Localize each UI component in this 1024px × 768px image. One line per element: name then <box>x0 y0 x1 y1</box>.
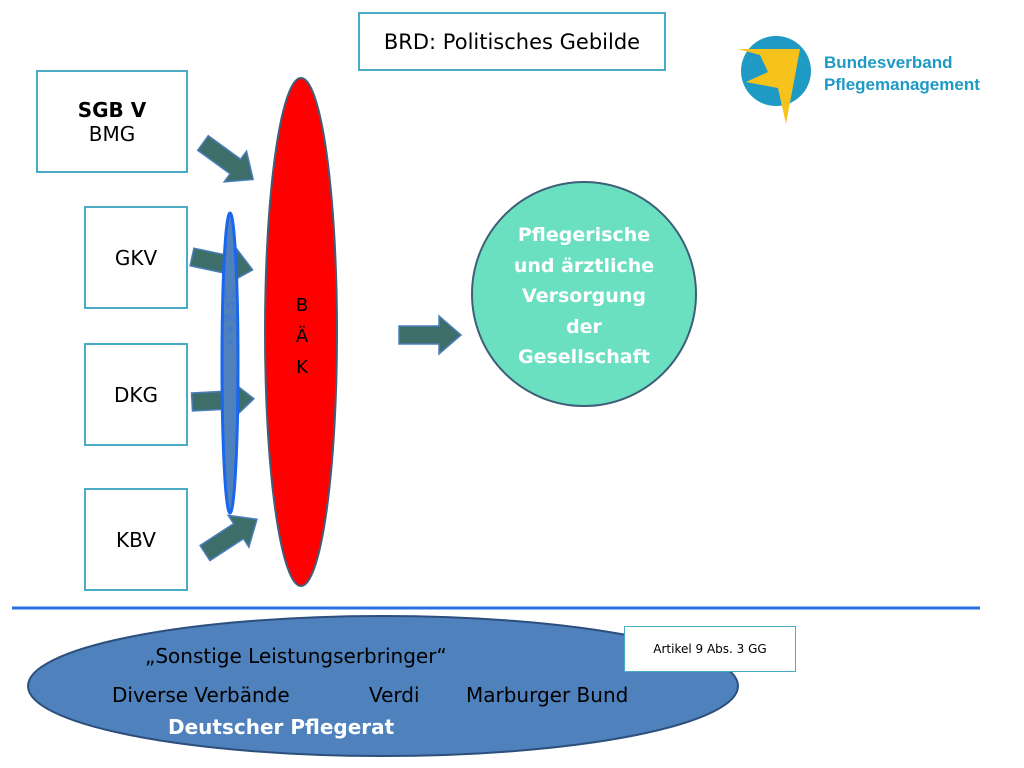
logo-icon <box>738 36 811 124</box>
bottom-item: Marburger Bund <box>466 683 629 707</box>
arrow-sgb <box>191 126 266 196</box>
result-line: und ärztliche <box>513 254 655 277</box>
paragraph-label: § 137 SGB V <box>223 290 237 348</box>
box-gkv: GKV <box>84 206 188 309</box>
result-line: Gesellschaft <box>518 346 650 368</box>
bak-line: K <box>296 357 308 378</box>
bottom-ellipse <box>27 615 739 757</box>
box-label: BMG <box>88 121 136 146</box>
bottom-item: Diverse Verbände <box>112 683 290 707</box>
logo-text: Bundesverband Pflegemanagement <box>824 52 980 96</box>
bak-line: Ä <box>295 326 309 347</box>
logo-line: Bundesverband <box>824 53 953 72</box>
box-bold-label: SGB V <box>77 97 147 122</box>
box-sgb-bmg: SGB V BMG <box>36 70 188 173</box>
box-dkg: DKG <box>84 343 188 446</box>
bak-ellipse <box>264 77 338 587</box>
logo-line: Pflegemanagement <box>824 75 980 94</box>
result-line: Versorgung <box>522 285 646 307</box>
page-title: BRD: Politisches Gebilde <box>358 12 666 71</box>
box-kbv: KBV <box>84 488 188 591</box>
bottom-item: Verdi <box>369 683 420 707</box>
result-line: der <box>566 315 602 338</box>
box-label: GKV <box>114 245 158 270</box>
bottom-heading: „Sonstige Leistungserbringer“ <box>145 644 447 668</box>
arrow-center <box>398 315 462 355</box>
bak-line: B <box>295 295 309 316</box>
result-label: Pflegerische und ärztliche Versorgung de… <box>484 220 684 373</box>
box-label: DKG <box>113 382 158 407</box>
bottom-highlight: Deutscher Pflegerat <box>168 715 395 739</box>
artikel-text: Artikel 9 Abs. 3 GG <box>653 642 767 656</box>
result-line: Pflegerische <box>517 224 651 246</box>
title-text: BRD: Politisches Gebilde <box>383 29 641 54</box>
artikel-note: Artikel 9 Abs. 3 GG <box>624 626 796 672</box>
box-label: KBV <box>116 527 156 552</box>
paragraph-ellipse <box>220 211 240 515</box>
bak-label: B Ä K <box>292 290 312 383</box>
result-circle <box>471 181 697 407</box>
